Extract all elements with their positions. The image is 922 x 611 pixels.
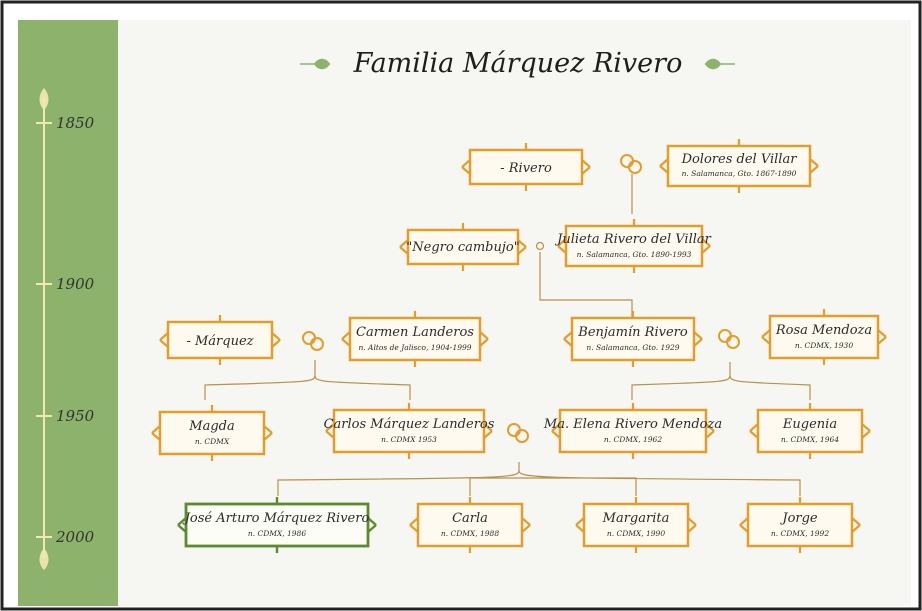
person-name: Magda: [188, 419, 234, 434]
person-card[interactable]: Carla n. CDMX, 1988: [409, 497, 531, 553]
person-name: - Márquez: [186, 334, 253, 349]
person-card[interactable]: - Márquez: [159, 315, 281, 365]
person-detail: n. CDMX 1953: [381, 435, 437, 444]
person-name: Jorge: [779, 511, 818, 526]
timeline-year: 1950: [56, 407, 95, 425]
timeline-year: 1900: [56, 275, 95, 293]
person-card[interactable]: Magda n. CDMX: [151, 405, 273, 461]
marriage-rings-icon: [507, 423, 529, 443]
person-card[interactable]: Jorge n. CDMX, 1992: [739, 497, 861, 553]
person-name: Eugenia: [782, 417, 837, 432]
person-detail: n. CDMX, 1964: [781, 435, 839, 444]
person-card[interactable]: Rosa Mendoza n. CDMX, 1930: [761, 309, 887, 365]
connector-node: [535, 241, 545, 251]
person-detail: n. Altos de Jalisco, 1904-1999: [358, 343, 471, 352]
person-name: Ma. Elena Rivero Mendoza: [543, 417, 722, 432]
person-name: Margarita: [602, 511, 670, 526]
person-name: Carla: [452, 511, 488, 526]
person-detail: n. Salamanca, Gto. 1929: [586, 343, 679, 352]
person-name: Benjamín Rivero: [577, 325, 688, 340]
person-card[interactable]: - Rivero: [461, 143, 591, 191]
person-card[interactable]: Carlos Márquez Landeros n. CDMX 1953: [324, 403, 495, 459]
person-card[interactable]: "Negro cambujo": [399, 223, 527, 271]
person-detail: n. CDMX, 1990: [607, 529, 665, 538]
person-detail: n. CDMX, 1962: [604, 435, 662, 444]
timeline-band: [18, 20, 118, 606]
person-name: - Rivero: [500, 161, 552, 176]
person-card[interactable]: Dolores del Villar n. Salamanca, Gto. 18…: [659, 139, 819, 193]
person-card[interactable]: Benjamín Rivero n. Salamanca, Gto. 1929: [563, 311, 703, 367]
person-name: Carlos Márquez Landeros: [324, 417, 495, 432]
person-detail: n. CDMX, 1930: [795, 341, 853, 350]
marriage-rings-icon: [718, 329, 740, 349]
person-card[interactable]: Ma. Elena Rivero Mendoza n. CDMX, 1962: [543, 403, 722, 459]
person-name: Julieta Rivero del Villar: [554, 232, 712, 247]
person-name: Dolores del Villar: [681, 152, 798, 167]
person-detail: n. Salamanca, Gto. 1867-1890: [682, 169, 797, 178]
person-card[interactable]: Margarita n. CDMX, 1990: [575, 497, 697, 553]
timeline-year: 1850: [56, 114, 95, 132]
person-card[interactable]: Eugenia n. CDMX, 1964: [749, 403, 871, 459]
tree-connectors: [204, 174, 811, 496]
person-detail: n. CDMX, 1986: [248, 529, 306, 538]
marriage-rings-icon: [620, 154, 642, 174]
person-card[interactable]: Carmen Landeros n. Altos de Jalisco, 190…: [341, 311, 489, 367]
person-detail: n. CDMX: [195, 437, 230, 446]
person-name: Rosa Mendoza: [775, 323, 872, 338]
person-name: "Negro cambujo": [406, 240, 519, 255]
person-card[interactable]: Julieta Rivero del Villar n. Salamanca, …: [554, 219, 712, 273]
person-detail: n. CDMX, 1988: [441, 529, 499, 538]
timeline-top-leaf-icon: [39, 88, 49, 110]
timeline-bottom-leaf-icon: [39, 548, 49, 570]
person-detail: n. CDMX, 1992: [771, 529, 829, 538]
title-right-leaf-icon: [705, 58, 735, 70]
person-card-highlighted[interactable]: José Arturo Márquez Rivero n. CDMX, 1986: [177, 497, 377, 553]
marriage-rings-icon: [302, 331, 324, 351]
timeline-year: 2000: [55, 528, 95, 546]
page-title: Familia Márquez Rivero: [353, 48, 683, 79]
title-left-leaf-icon: [300, 58, 330, 70]
person-name: José Arturo Márquez Rivero: [182, 511, 370, 526]
person-name: Carmen Landeros: [356, 325, 474, 340]
person-detail: n. Salamanca, Gto. 1890-1993: [577, 250, 692, 259]
